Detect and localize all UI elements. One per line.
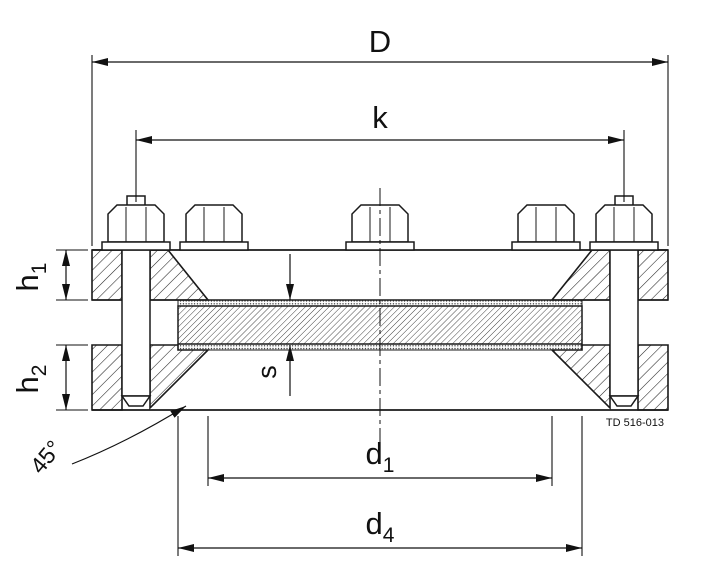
lower-flange	[91, 344, 669, 411]
bolt-left	[120, 249, 152, 407]
washer-2	[179, 241, 249, 251]
chamfer-callout-45: 45°	[25, 405, 187, 479]
chamfer-leader-line	[71, 405, 187, 465]
nut-body-4	[517, 204, 575, 243]
chamfer-angle-label: 45°	[25, 435, 67, 478]
dim-label-h1-sub: 1	[28, 263, 51, 275]
dim-label-h1-main: h	[10, 274, 45, 291]
upper-flange-section-right-inner	[550, 249, 611, 301]
dim-label-d1-sub: 1	[383, 454, 395, 477]
lower-flange-section-left-inner	[149, 344, 210, 410]
hex-nut-1	[101, 195, 171, 251]
dimension-k: k	[135, 100, 625, 202]
hex-nut-4	[511, 204, 581, 251]
bolt-right-tip	[608, 395, 640, 407]
dim-label-D: D	[369, 24, 391, 59]
upper-flange-section-left-inner	[149, 249, 210, 301]
bolt-right-shaft	[609, 249, 639, 397]
drawing-number: TD 516-013	[606, 417, 664, 429]
washer-1	[101, 241, 171, 251]
dimension-h1: h1	[10, 249, 88, 301]
nut-body-2	[185, 204, 243, 243]
dimension-d1: d1	[207, 416, 553, 486]
bolt-left-tip	[120, 395, 152, 407]
upper-flange-section-right-outer	[637, 249, 669, 301]
dimension-d4: d4	[177, 416, 583, 556]
dim-label-d4-sub: 4	[383, 524, 395, 547]
bolts	[120, 249, 640, 407]
lower-flange-section-left-outer	[91, 344, 123, 411]
dimension-D: D	[91, 24, 669, 246]
dim-label-d1-main: d	[366, 436, 383, 471]
nut-body-5	[595, 204, 653, 243]
upper-flange-section-left-outer	[91, 249, 123, 301]
dim-label-h2-main: h	[10, 376, 45, 393]
washer-5	[589, 241, 659, 251]
dim-label-k: k	[372, 100, 388, 135]
hex-nut-2	[179, 204, 249, 251]
washer-4	[511, 241, 581, 251]
dim-label-h1: h1	[10, 263, 51, 292]
dim-label-h2-sub: 2	[28, 365, 51, 377]
lower-flange-section-right-outer	[637, 344, 669, 411]
lower-flange-section-right-inner	[550, 344, 611, 410]
dim-label-d4: d4	[366, 506, 395, 547]
nut-body-1	[107, 204, 165, 243]
bolt-right	[608, 249, 640, 407]
bolt-left-shaft	[121, 249, 151, 397]
dim-label-s: s	[252, 365, 282, 379]
hex-nut-5	[589, 195, 659, 251]
dimension-s: s	[252, 254, 294, 396]
dim-label-d4-main: d	[366, 506, 383, 541]
dim-label-d1: d1	[366, 436, 395, 477]
dimension-h2: h2	[10, 344, 88, 411]
dim-label-h2: h2	[10, 365, 51, 394]
